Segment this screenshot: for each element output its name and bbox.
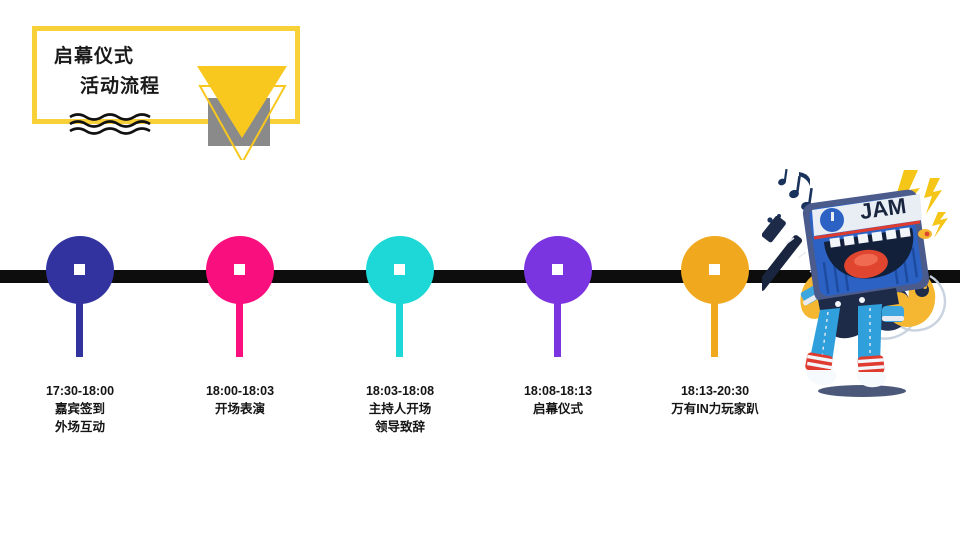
character-legs (810, 304, 882, 364)
node-label-4: 18:08-18:13 启幕仪式 (483, 382, 633, 418)
page-title: 启幕仪式 活动流程 (54, 42, 160, 102)
node-time-4: 18:08-18:13 (523, 384, 593, 398)
title-decoration-group (180, 50, 320, 160)
decoration-triangle-filled-icon (197, 66, 287, 138)
title-block: 启幕仪式 活动流程 (32, 26, 300, 124)
node-center-dot-2 (234, 264, 245, 275)
character-amp-head: JAM (802, 189, 932, 303)
node-center-dot-5 (709, 264, 720, 275)
title-line-2: 活动流程 (80, 76, 161, 97)
node-stem-2 (236, 294, 243, 357)
node-time-3: 18:03-18:08 (365, 384, 435, 398)
node-desc-1b: 外场互动 (54, 420, 105, 434)
node-desc-2a: 开场表演 (214, 402, 265, 416)
wave-decoration-icon (69, 113, 151, 135)
node-time-5: 18:13-20:30 (680, 384, 750, 398)
title-line-1: 启幕仪式 (54, 46, 135, 67)
node-center-dot-1 (74, 264, 85, 275)
node-label-5: 18:13-20:30 万有IN力玩家趴 (640, 382, 790, 418)
node-stem-5 (711, 294, 718, 357)
node-stem-4 (554, 294, 561, 357)
node-center-dot-3 (394, 264, 405, 275)
lightning-small-icon (932, 212, 948, 238)
node-desc-4a: 启幕仪式 (532, 402, 583, 416)
node-stem-1 (76, 294, 83, 357)
node-label-1: 17:30-18:00 嘉宾签到 外场互动 (5, 382, 155, 436)
node-label-3: 18:03-18:08 主持人开场 领导致辞 (325, 382, 475, 436)
guitar-robot-mascot-illustration: JAM (762, 169, 948, 397)
node-time-1: 17:30-18:00 (45, 384, 115, 398)
node-center-dot-4 (552, 264, 563, 275)
node-stem-3 (396, 294, 403, 357)
node-label-2: 18:00-18:03 开场表演 (165, 382, 315, 418)
title-frame-border (32, 26, 300, 124)
music-note-small-icon (778, 169, 788, 186)
node-desc-1a: 嘉宾签到 (54, 402, 105, 416)
character-shadow (818, 385, 906, 397)
node-desc-3a: 主持人开场 (368, 402, 432, 416)
node-time-2: 18:00-18:03 (205, 384, 275, 398)
character-shoes (805, 352, 887, 388)
node-desc-3b: 领导致辞 (374, 420, 425, 434)
node-desc-5a: 万有IN力玩家趴 (671, 402, 759, 416)
